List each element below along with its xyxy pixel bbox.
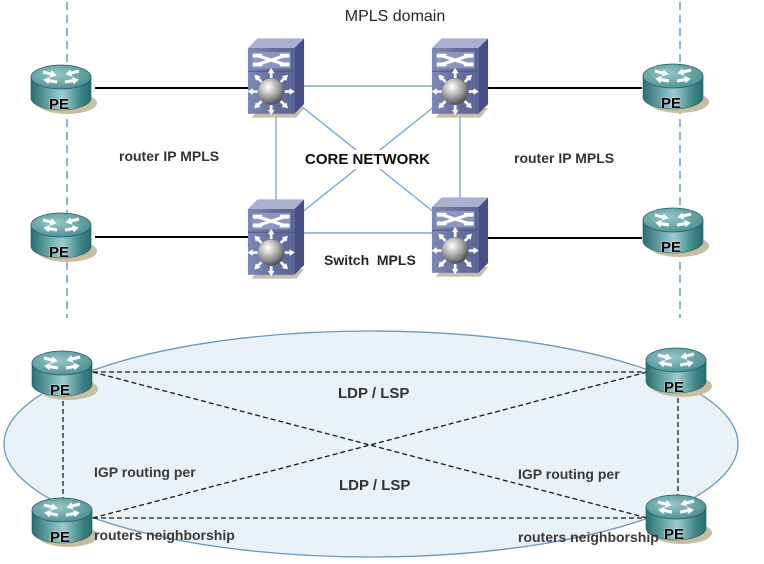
mpls-switch-bottom-right [430, 195, 490, 279]
pe-label: PE [48, 244, 69, 261]
pe-label: PE [48, 96, 69, 113]
mesh-diag2 [84, 369, 656, 521]
router-ip-mpls-label-right: router IP MPLS [514, 150, 615, 166]
igp-domain-ellipse [3, 330, 739, 558]
pe-label: PE [663, 526, 684, 543]
pe-router-mid-right: PE [640, 201, 710, 259]
mpls-switch-icon [431, 197, 488, 276]
ldp-lsp-label-bottom: LDP / LSP [339, 477, 411, 494]
pe-router-mid-left: PE [28, 206, 98, 264]
router-ip-mpls-label-left: router IP MPLS [119, 148, 220, 164]
mpls-switch-top-left [246, 36, 306, 120]
pe-switch-links [95, 87, 642, 239]
igp-right-line2: routers neighborship [518, 529, 659, 545]
pe-router-ellipse-top-left: PE [29, 344, 99, 402]
pe-router-top-left: PE [28, 58, 98, 116]
mpls-switch-icon [247, 199, 304, 278]
igp-right-line1: IGP routing per [518, 466, 620, 482]
pe-router-ellipse-bottom-right: PE [643, 488, 713, 546]
pe-label: PE [660, 239, 681, 256]
diagram-title: MPLS domain [344, 8, 446, 25]
pe-label: PE [49, 382, 70, 399]
igp-left-line2: routers neighborship [94, 527, 235, 543]
core-network-label: CORE NETWORK [302, 150, 433, 169]
mpls-switch-bottom-left [246, 197, 306, 281]
igp-routing-label-left: IGP routing per routers neighborship [94, 420, 235, 564]
pe-router-top-right: PE [640, 57, 710, 115]
mpls-switch-top-right [430, 36, 490, 120]
mpls-switch-icon [247, 38, 304, 117]
switch-mpls-label: Switch MPLS [324, 252, 416, 268]
pe-label: PE [660, 95, 681, 112]
ldp-lsp-label-top: LDP / LSP [338, 385, 410, 402]
ldp-mesh-links [62, 369, 679, 521]
igp-routing-label-right: IGP routing per routers neighborship [518, 422, 659, 564]
pe-router-ellipse-bottom-left: PE [29, 491, 99, 549]
mesh-diag1 [84, 369, 656, 521]
pe-label: PE [49, 529, 70, 546]
pe-label: PE [663, 379, 684, 396]
mpls-switch-icon [431, 38, 488, 117]
pe-router-ellipse-top-right: PE [643, 341, 713, 399]
igp-left-line1: IGP routing per [94, 464, 196, 480]
